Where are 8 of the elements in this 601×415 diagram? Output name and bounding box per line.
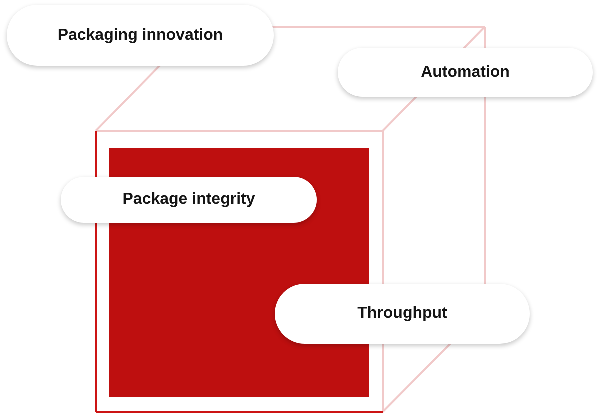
pill-text: Packaging innovation <box>58 26 224 44</box>
label-pill <box>61 177 317 223</box>
label-pill <box>338 48 593 97</box>
label-pill <box>7 5 274 66</box>
label-pill <box>275 284 530 344</box>
pill-text: Automation <box>421 64 510 82</box>
pill-text: Throughput <box>358 305 448 323</box>
pill-text: Package integrity <box>122 191 256 209</box>
